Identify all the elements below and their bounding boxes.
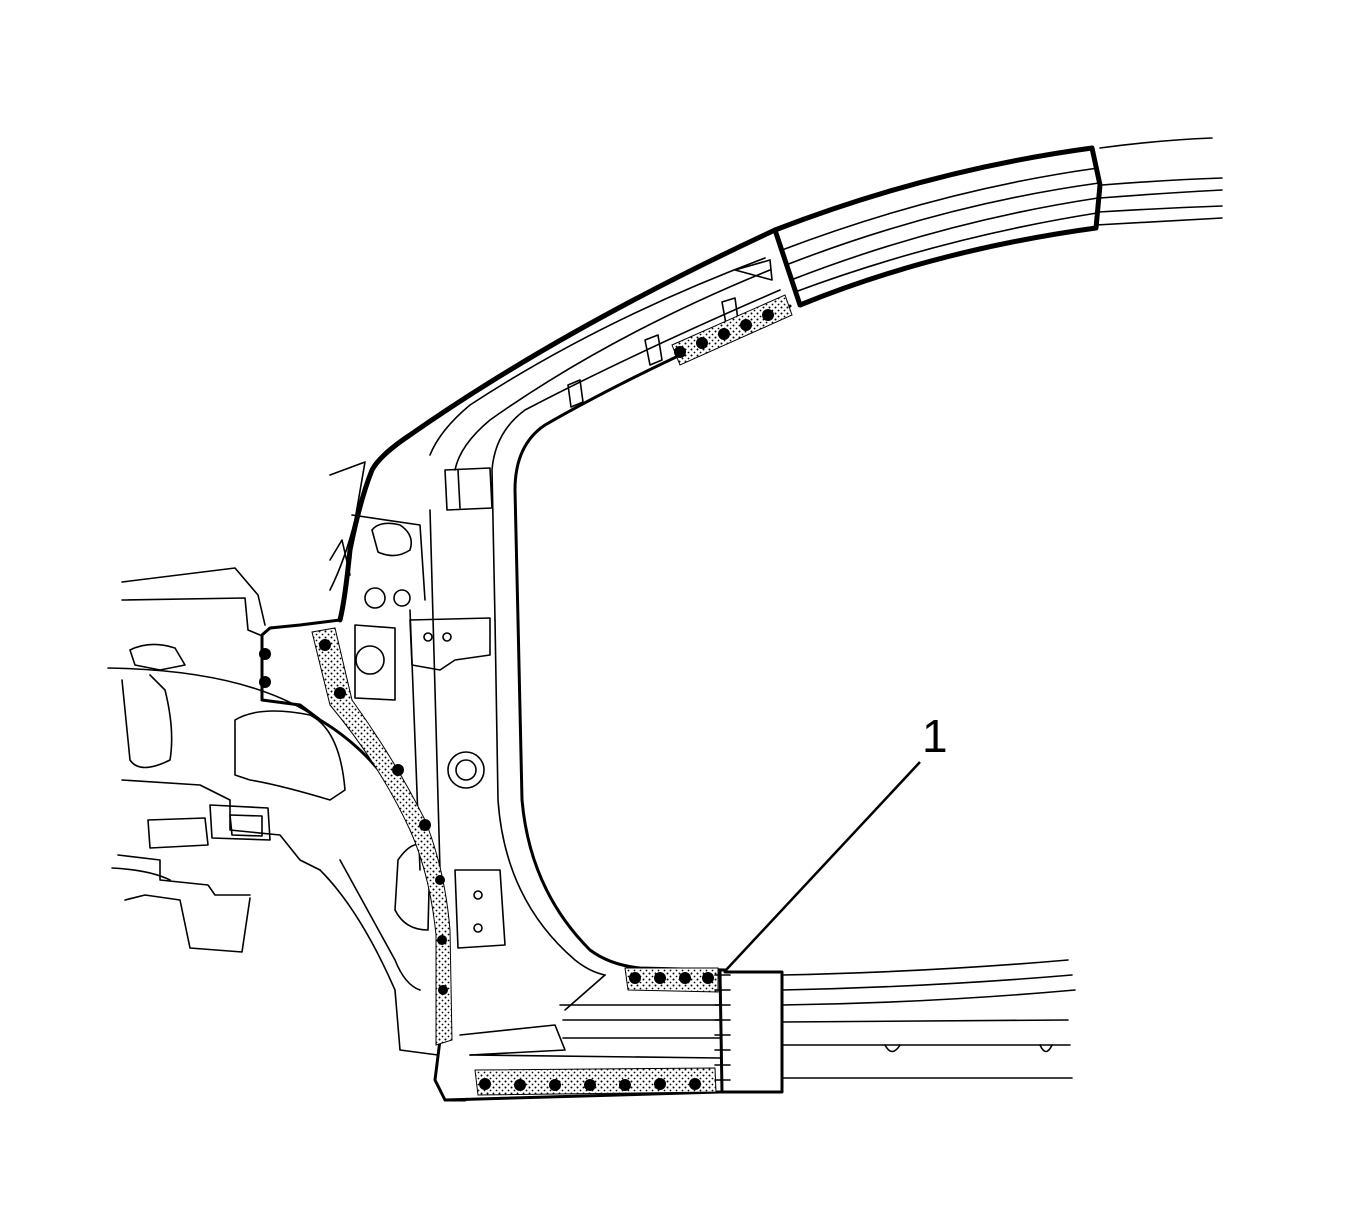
callout-1-label: 1 [922, 710, 948, 762]
rocker-panel [443, 959, 1076, 1102]
a-pillar-weld-row [671, 294, 793, 366]
rocker-weld-rows [474, 967, 719, 1096]
hinge-pillar [351, 509, 727, 976]
rocker-cut-line [714, 974, 731, 1081]
callout-1-leader-line [725, 761, 921, 971]
roof-rail [772, 137, 1223, 308]
wheelhouse-weld-seam [259, 627, 453, 1046]
front-structure [107, 461, 467, 1102]
a-pillar [337, 227, 792, 623]
